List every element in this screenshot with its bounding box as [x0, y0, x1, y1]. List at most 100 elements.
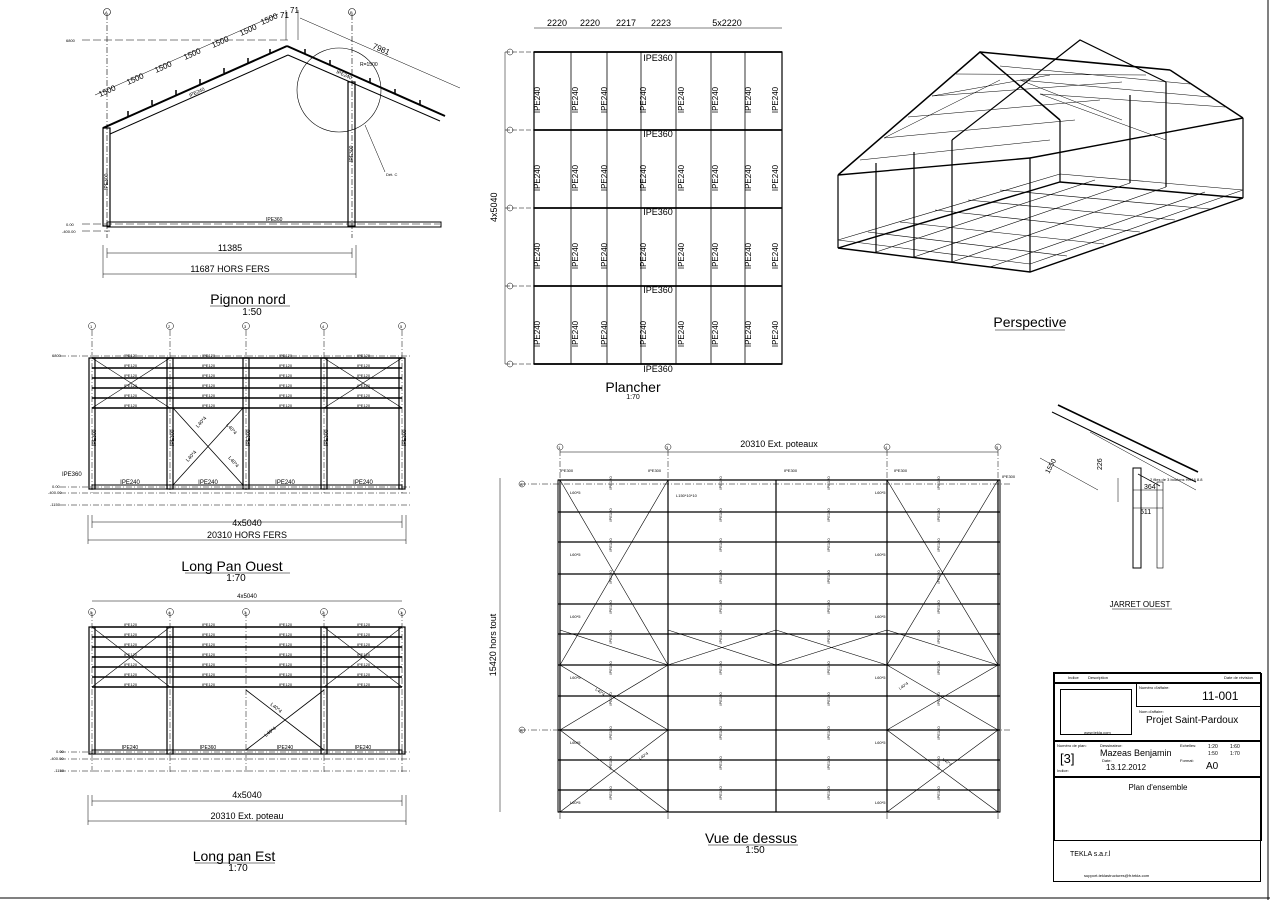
dessus-purlin-label: IPE120: [936, 630, 941, 644]
dessus-grid-1: 1: [558, 445, 561, 450]
est-purlin-label: IPE120: [279, 622, 293, 627]
plancher-beam-3: IPE360: [643, 207, 673, 217]
ouest-grid-2: 2: [168, 324, 171, 329]
dessus-column-label: IPE300: [894, 468, 908, 473]
dessinateur-label: Dessinateur:: [1100, 743, 1123, 748]
est-purlin-label: IPE120: [279, 662, 293, 667]
plancher-dim-2: 2220: [580, 18, 600, 28]
pignon-title: Pignon nord: [210, 291, 286, 307]
format-label: Format:: [1180, 758, 1194, 763]
plancher-beam-4: IPE360: [643, 285, 673, 295]
dessus-column-label: IPE300: [1002, 474, 1016, 479]
ouest-purlin-label: IPE120: [124, 373, 138, 378]
dessus-angle-label: L60*5: [875, 740, 886, 745]
plancher-joist-label: IPE240: [571, 242, 580, 269]
dessus-purlin-label: IPE120: [718, 476, 723, 490]
dessus-purlin-label: IPE120: [608, 756, 613, 770]
est-purlin-label: IPE120: [124, 642, 138, 647]
plancher-joist-label: IPE240: [744, 242, 753, 269]
est-purlin-label: IPE120: [357, 672, 371, 677]
dessus-purlin-label: IPE120: [936, 756, 941, 770]
plancher-joist-label: IPE240: [677, 242, 686, 269]
dessus-brace-label: L40*4: [594, 687, 606, 698]
dessus-purlin-label: IPE120: [608, 538, 613, 552]
est-title: Long pan Est: [193, 848, 276, 864]
est-purlin-label: IPE120: [279, 652, 293, 657]
ouest-beam-1: IPE240: [120, 480, 140, 486]
column-label-right: IPE300: [349, 145, 355, 162]
ouest-purlin-label: IPE120: [357, 353, 371, 358]
est-level-neg2: -1150: [54, 768, 65, 773]
est-purlin-label: IPE120: [202, 682, 216, 687]
echelle-4: 1:70: [1230, 751, 1240, 757]
dessus-purlin-label: IPE120: [826, 786, 831, 800]
ouest-purlin-label: IPE120: [202, 373, 216, 378]
grid-label-a: A: [105, 10, 108, 15]
dessus-brace-label: L40*4: [638, 750, 650, 761]
plancher-joist-label: IPE240: [677, 320, 686, 347]
format: A0: [1206, 761, 1219, 772]
dessus-angle-label: L60*5: [570, 740, 581, 745]
ouest-purlin-label: IPE120: [202, 393, 216, 398]
plancher-joist-label: IPE240: [771, 320, 780, 347]
web-link[interactable]: www.tekla.com: [1084, 730, 1111, 735]
plancher-joist-label: IPE240: [744, 164, 753, 191]
plancher-joist-label: IPE240: [533, 320, 542, 347]
ouest-purlin-label: IPE120: [202, 363, 216, 368]
ouest-col-2: IPE300: [170, 429, 176, 446]
nom-label: Nom d'affaire:: [1139, 709, 1164, 714]
plan-number: [3]: [1060, 751, 1075, 766]
ouest-purlin-label: IPE120: [357, 383, 371, 388]
ouest-purlin-label: IPE120: [202, 403, 216, 408]
ouest-col-4: IPE300: [324, 429, 330, 446]
est-beam-4: IPE240: [355, 745, 372, 751]
dessus-column-label: IPE300: [560, 468, 574, 473]
est-purlin-label: IPE120: [202, 652, 216, 657]
project-name: Projet Saint-Pardoux: [1146, 715, 1239, 726]
plancher-joist-label: IPE240: [571, 86, 580, 113]
revision-header: [1054, 673, 1262, 683]
ouest-col-1: IPE300: [92, 429, 98, 446]
ouest-purlin-label: IPE120: [279, 373, 293, 378]
dessus-purlin-label: IPE120: [936, 726, 941, 740]
dessus-grid-3: 3: [666, 445, 669, 450]
perspective-title: Perspective: [993, 314, 1066, 330]
ouest-purlin-label: IPE120: [124, 353, 138, 358]
est-grid-4: 4: [168, 610, 171, 615]
plancher-joist-label: IPE240: [600, 242, 609, 269]
est-purlin-label: IPE120: [202, 672, 216, 677]
dessus-purlin-label: IPE120: [936, 570, 941, 584]
date: 13.12.2012: [1106, 763, 1147, 772]
est-purlin-label: IPE120: [279, 642, 293, 647]
dessus-purlin-label: IPE120: [718, 508, 723, 522]
dessus-purlin-label: IPE120: [718, 756, 723, 770]
view-jarret-ouest: [1039, 404, 1199, 569]
view-perspective: [837, 39, 1244, 273]
plancher-joist-label: IPE240: [600, 320, 609, 347]
support-email[interactable]: support-teklastructures@fr.tekla.com: [1084, 873, 1150, 878]
pignon-scale: 1:50: [242, 307, 262, 318]
ouest-purlin-label: IPE120: [124, 403, 138, 408]
est-purlin-label: IPE120: [279, 682, 293, 687]
roof-dim-8: 71: [280, 11, 289, 20]
ouest-level-neg1: -400.00: [48, 490, 62, 495]
ouest-grid-4: 4: [322, 324, 325, 329]
plancher-joist-label: IPE240: [771, 242, 780, 269]
plancher-title: Plancher: [605, 379, 661, 395]
ouest-grid-1: 1: [90, 324, 93, 329]
dessus-purlin-label: IPE120: [718, 630, 723, 644]
dessus-angle-label: L60*5: [875, 614, 886, 619]
ouest-col-5: IPE300: [402, 429, 408, 446]
jarret-dim-4: 511: [1140, 509, 1151, 516]
dessus-purlin-label: IPE120: [718, 538, 723, 552]
plancher-joist-label: IPE240: [600, 86, 609, 113]
plancher-joist-label: IPE240: [639, 86, 648, 113]
drawing-title: Plan d'ensemble: [1128, 783, 1188, 792]
est-purlin-label: IPE120: [357, 622, 371, 627]
view-plancher: [504, 27, 783, 368]
est-purlin-label: IPE120: [202, 622, 216, 627]
plancher-joist-label: IPE240: [744, 320, 753, 347]
